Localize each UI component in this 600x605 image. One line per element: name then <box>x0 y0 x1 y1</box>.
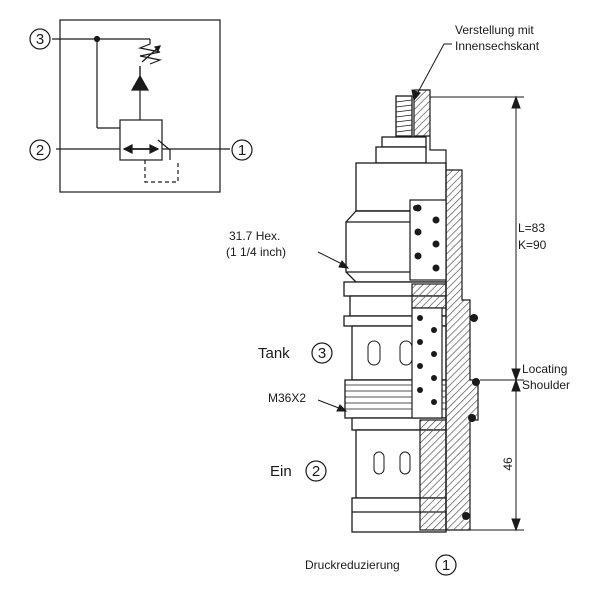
inlet-port-number: 2 <box>312 463 320 480</box>
symbol-port-1: 1 <box>231 139 253 161</box>
tank-port-marker: 3 <box>311 342 333 364</box>
diagram-title: Druckreduzierung <box>305 558 400 572</box>
adjust-label-line2: Innensechskant <box>455 39 540 53</box>
locating-label-line2: Shoulder <box>522 378 570 392</box>
symbol-port-3: 3 <box>29 28 51 50</box>
adjust-leader <box>411 43 452 102</box>
symbol-port-1-label: 1 <box>238 142 246 159</box>
dimension-lines <box>430 95 524 532</box>
o-rings-icon <box>413 205 480 520</box>
dimension-46: 46 <box>501 457 515 471</box>
tank-port-number: 3 <box>318 345 326 362</box>
thread-leader <box>317 399 348 412</box>
symbol-port-2-label: 2 <box>36 142 44 159</box>
spring-icon <box>137 39 163 65</box>
inlet-label: Ein <box>270 463 292 480</box>
dimension-l: L=83 <box>518 221 545 235</box>
symbol-port-2: 2 <box>29 139 51 161</box>
hydraulic-symbol <box>52 19 230 193</box>
hex-leader <box>317 251 350 269</box>
thread-label: M36X2 <box>268 391 306 405</box>
hex-label-line2: (1 1/4 inch) <box>226 245 286 259</box>
hex-label-line1: 31.7 Hex. <box>229 229 280 243</box>
pilot-arrow-icon <box>130 74 150 91</box>
inlet-port-marker: 2 <box>305 460 327 482</box>
title-port-marker: 1 <box>435 554 457 576</box>
title-port-number: 1 <box>442 557 450 574</box>
locating-label-line1: Locating <box>522 362 567 376</box>
adjust-label-line1: Verstellung mit <box>455 23 534 37</box>
sectioned-half <box>409 89 480 531</box>
tank-port-holes <box>367 340 413 366</box>
dimension-k: K=90 <box>518 238 547 252</box>
inlet-port-holes <box>373 451 411 475</box>
symbol-port-3-label: 3 <box>36 31 44 48</box>
tank-label: Tank <box>258 345 290 362</box>
spring-coils-icon <box>414 204 440 272</box>
symbol-frame <box>59 19 221 193</box>
